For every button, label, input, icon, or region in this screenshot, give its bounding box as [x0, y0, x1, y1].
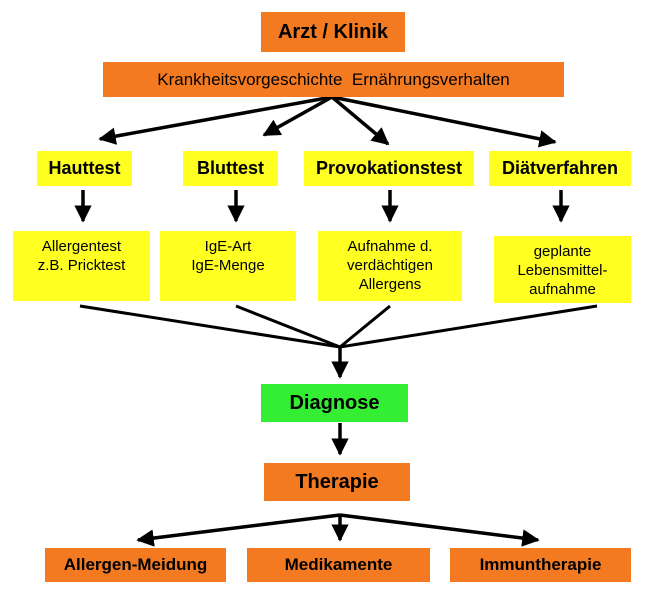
detail-provokationstest-line-1: Aufnahme d. — [347, 238, 433, 255]
method-hauttest: Hauttest — [37, 151, 132, 186]
outcome-allergen-meidung-label: Allergen-Meidung — [63, 555, 208, 574]
merge-lines — [79, 304, 598, 349]
detail-provokationstest-line-2: verdächtigen — [347, 257, 433, 274]
merge-line-diaetverfahren — [339, 304, 598, 349]
detail-diaetverfahren-line-2: Lebensmittel- — [517, 262, 608, 279]
therapie-label: Therapie — [295, 470, 379, 493]
method-detail-arrows — [74, 190, 570, 223]
history-box: Krankheitsvorgeschichte Ernährungsverhal… — [103, 62, 564, 97]
method-diaetverfahren-label: Diätverfahren — [501, 158, 619, 178]
detail-bluttest-line-1: IgE-Art — [204, 238, 252, 255]
detail-bluttest-line-2: IgE-Menge — [191, 257, 265, 274]
arrow-to-provokationstest — [330, 95, 390, 146]
arrow-to-hauttest — [98, 95, 333, 145]
method-provokationstest-label: Provokationstest — [315, 158, 463, 178]
outcome-medikamente: Medikamente — [247, 548, 430, 582]
history-label: Krankheitsvorgeschichte Ernährungsverhal… — [157, 69, 510, 89]
detail-provokationstest: Aufnahme d. verdächtigen Allergens — [318, 231, 462, 301]
method-bluttest: Bluttest — [183, 151, 278, 186]
detail-provokationstest-line-3: Allergens — [358, 276, 422, 293]
detail-bluttest: IgE-Art IgE-Menge — [160, 231, 296, 301]
method-diaetverfahren: Diätverfahren — [489, 151, 631, 186]
merge-line-provokationstest — [339, 304, 391, 349]
detail-hauttest-line-2: z.B. Pricktest — [37, 257, 126, 274]
arrow-to-diaetverfahren — [331, 95, 557, 148]
detail-hauttest: Allergentest z.B. Pricktest — [13, 231, 150, 301]
outcome-immuntherapie: Immuntherapie — [450, 548, 631, 582]
arrow-to-bluttest — [262, 95, 333, 137]
merge-line-hauttest — [79, 304, 341, 349]
outcome-allergen-meidung: Allergen-Meidung — [45, 548, 226, 582]
arrow-to-immuntherapie — [339, 513, 540, 547]
arrow-to-allergen-meidung — [136, 513, 341, 547]
diagnose-box: Diagnose — [261, 384, 408, 422]
arzt-klinik-box: Arzt / Klinik — [261, 12, 405, 52]
therapy-fanout — [136, 513, 540, 547]
fanout-arrows — [98, 95, 557, 148]
method-provokationstest: Provokationstest — [304, 151, 474, 186]
diagnose-label: Diagnose — [289, 391, 380, 414]
arzt-klinik-label: Arzt / Klinik — [277, 20, 388, 43]
therapie-box: Therapie — [264, 463, 410, 501]
detail-diaetverfahren-line-3: aufnahme — [529, 281, 596, 298]
outcome-medikamente-label: Medikamente — [284, 555, 393, 574]
method-bluttest-label: Bluttest — [197, 158, 264, 178]
method-hauttest-label: Hauttest — [48, 158, 121, 178]
detail-diaetverfahren: geplante Lebensmittel- aufnahme — [494, 236, 631, 303]
outcome-immuntherapie-label: Immuntherapie — [479, 555, 602, 574]
detail-diaetverfahren-line-1: geplante — [533, 243, 592, 260]
merge-line-bluttest — [235, 304, 341, 349]
detail-hauttest-line-1: Allergentest — [41, 238, 122, 255]
